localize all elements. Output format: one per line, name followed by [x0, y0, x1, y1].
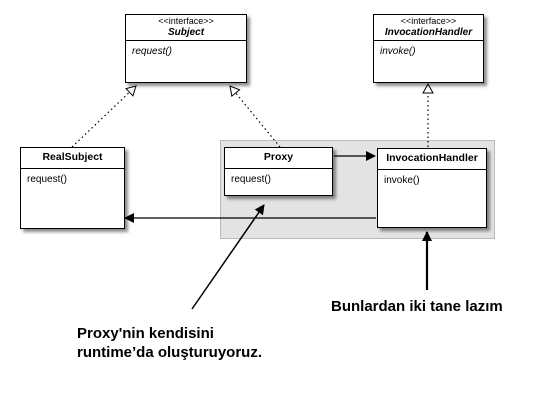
annotation-left-line1: Proxy'nin kendisini — [77, 325, 214, 342]
invocation-handler-interface-box[interactable]: <<interface>> InvocationHandler invoke() — [373, 14, 484, 83]
subject-operation: request() — [132, 45, 173, 57]
invocation-handler-class-box[interactable]: InvocationHandler invoke() — [377, 148, 487, 228]
invocation-handler-interface-stereotype: <<interface>> — [400, 16, 457, 26]
invocation-handler-interface-operation: invoke() — [380, 45, 416, 57]
proxy-class-box[interactable]: Proxy request() — [224, 147, 333, 196]
invocation-handler-interface-name: InvocationHandler — [384, 26, 473, 38]
subject-interface-box[interactable]: <<interface>> Subject request() — [125, 14, 247, 83]
annotation-left-line2: runtime’da oluşturuyoruz. — [77, 344, 263, 361]
realsubject-operation: request() — [27, 173, 68, 185]
subject-name: Subject — [167, 26, 205, 38]
invocation-handler-name: InvocationHandler — [386, 152, 478, 164]
proxy-operation: request() — [231, 173, 272, 185]
realsubject-realizes-subject — [71, 85, 137, 148]
invocation-handler-operation: invoke() — [384, 174, 420, 186]
proxy-realizes-subject — [229, 85, 281, 148]
subject-stereotype: <<interface>> — [158, 16, 214, 26]
annotation-right: Bunlardan iki tane lazım — [331, 298, 503, 315]
annotation-left: Proxy'nin kendisini runtime’da oluşturuy… — [77, 324, 262, 362]
realsubject-class-box[interactable]: RealSubject request() — [20, 147, 125, 229]
realsubject-name: RealSubject — [42, 151, 103, 163]
annotation-left-pointer — [191, 204, 265, 310]
proxy-name: Proxy — [263, 151, 294, 163]
